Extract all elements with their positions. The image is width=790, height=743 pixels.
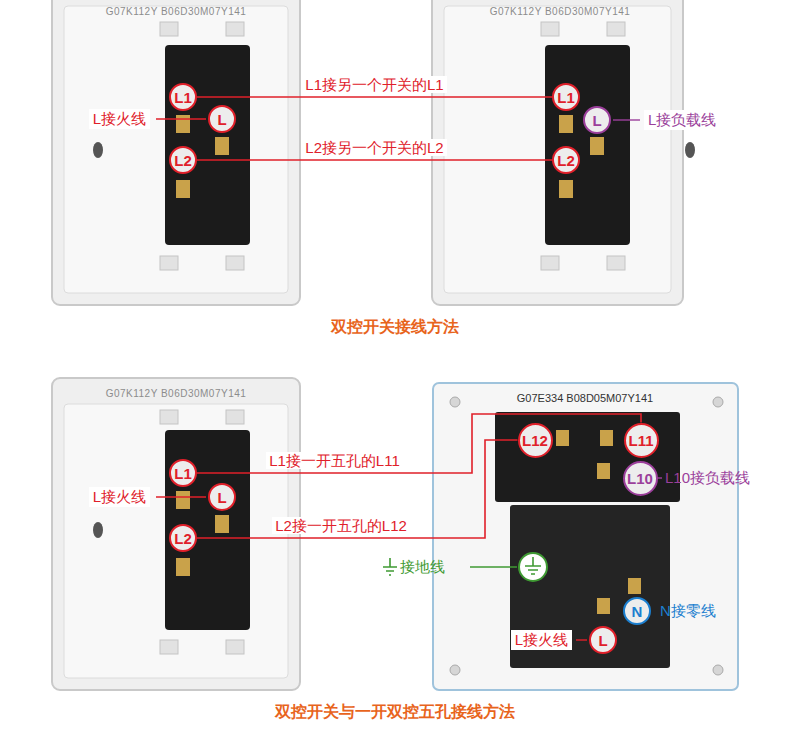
wire-connector bbox=[197, 96, 552, 98]
wire-connector bbox=[197, 440, 518, 538]
terminal-name: L11 bbox=[628, 433, 653, 448]
terminal-name: L1 bbox=[557, 90, 575, 105]
switch-plate bbox=[432, 0, 695, 305]
model-number: G07K112Y B06D30M07Y141 bbox=[490, 6, 631, 18]
terminal-name: L2 bbox=[174, 153, 192, 168]
terminal-circle: L bbox=[583, 106, 611, 134]
wire-connector bbox=[197, 159, 552, 161]
terminal-circle: L2 bbox=[169, 524, 197, 552]
terminal-name: L bbox=[217, 112, 226, 127]
terminal-name: L2 bbox=[557, 153, 575, 168]
terminal-name: L bbox=[217, 490, 226, 505]
terminal-name: L12 bbox=[522, 433, 548, 448]
section-caption: 双控开关与一开双控五孔接线方法 bbox=[275, 703, 515, 721]
terminal-circle: L2 bbox=[552, 146, 580, 174]
callout-label: L接负载线 bbox=[644, 110, 720, 129]
terminal-circle: N bbox=[623, 597, 651, 625]
terminal-circle: L11 bbox=[624, 423, 659, 458]
wire-connector bbox=[197, 414, 641, 473]
terminal-circle: L1 bbox=[169, 459, 197, 487]
terminal-name: L bbox=[598, 633, 607, 648]
callout-label: L接火线 bbox=[511, 630, 572, 649]
terminal-name: L1 bbox=[174, 466, 192, 481]
section-caption: 双控开关接线方法 bbox=[331, 318, 459, 336]
terminal-circle: L bbox=[208, 483, 236, 511]
terminal-circle: L10 bbox=[623, 461, 658, 496]
terminal-circle: L1 bbox=[169, 83, 197, 111]
wire-label: L1接一开五孔的L11 bbox=[266, 452, 403, 469]
switch-plate bbox=[52, 378, 300, 690]
terminal-circle: L bbox=[589, 626, 617, 654]
leader-lines bbox=[156, 119, 662, 640]
callout-label: L接火线 bbox=[89, 487, 150, 506]
terminal-name: L bbox=[592, 113, 601, 128]
switch-plate bbox=[52, 0, 300, 305]
wire-label: L2接另一个开关的L2 bbox=[302, 139, 446, 156]
model-number: G07K112Y B06D30M07Y141 bbox=[106, 388, 247, 400]
socket-plate bbox=[433, 383, 738, 690]
terminal-circle: L1 bbox=[552, 83, 580, 111]
terminal-name: L1 bbox=[174, 90, 192, 105]
wire-label: L1接另一个开关的L1 bbox=[302, 76, 446, 93]
ground-symbol bbox=[383, 558, 397, 575]
model-number: G07K112Y B06D30M07Y141 bbox=[106, 6, 247, 18]
terminal-circle: L bbox=[208, 105, 236, 133]
callout-label: L接火线 bbox=[89, 109, 150, 128]
callout-label: 接地线 bbox=[400, 558, 445, 575]
terminal-name: L10 bbox=[627, 471, 653, 486]
terminal-circle: L2 bbox=[169, 146, 197, 174]
terminal-circle: L12 bbox=[518, 423, 553, 458]
wire-label: L2接一开五孔的L12 bbox=[272, 517, 410, 534]
terminal-name: N bbox=[632, 604, 643, 619]
callout-label: L10接负载线 bbox=[665, 469, 750, 486]
model-number: G07E334 B08D05M07Y141 bbox=[517, 392, 653, 405]
callout-label: N接零线 bbox=[660, 602, 716, 619]
terminal-name: L2 bbox=[174, 531, 192, 546]
